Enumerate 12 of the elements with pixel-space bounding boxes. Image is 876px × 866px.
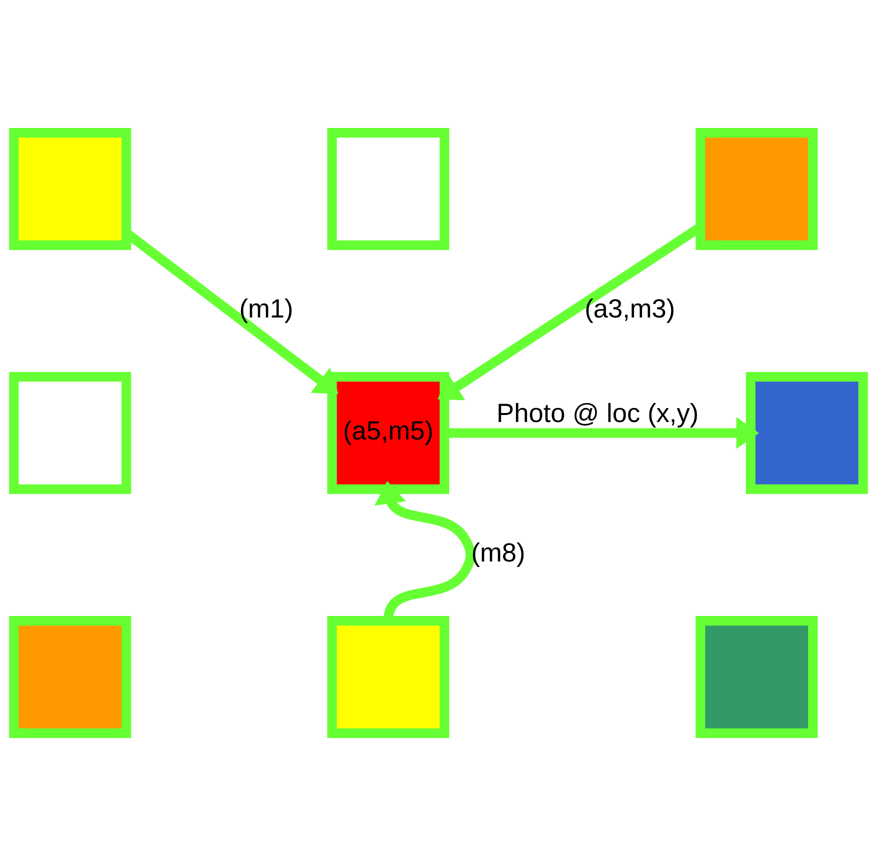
edge-label: Photo @ loc (x,y)	[496, 398, 698, 428]
node-box	[695, 616, 818, 738]
node-box	[326, 616, 449, 738]
node-box	[695, 128, 818, 250]
node-box: (a5,m5)	[326, 372, 449, 494]
edge-label: (m1)	[238, 294, 293, 324]
node-box	[8, 616, 131, 738]
node-box	[745, 372, 868, 494]
edge-label: (a3,m3)	[584, 294, 675, 324]
node-box	[8, 372, 131, 494]
node-box	[326, 128, 449, 250]
node-box	[8, 128, 131, 250]
